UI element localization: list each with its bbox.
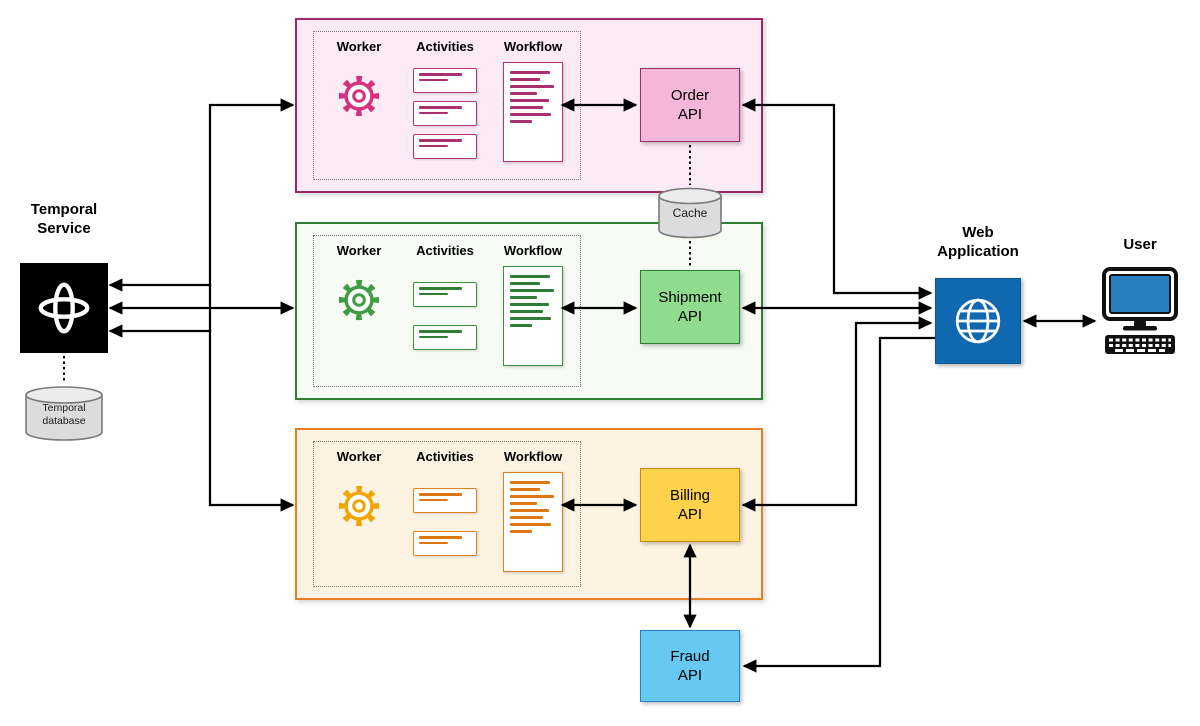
activity-card — [413, 488, 477, 513]
text-line — [510, 92, 537, 95]
text-line — [419, 79, 448, 81]
text-line — [510, 282, 540, 285]
activities-label: Activities — [416, 39, 474, 54]
worker-label: Worker — [336, 449, 382, 464]
workflow-label: Workflow — [503, 449, 563, 464]
arrow-temporal-billing-worker — [108, 324, 295, 512]
temporal-database-cylinder: Temporal database — [24, 385, 104, 443]
activity-card — [413, 325, 477, 350]
workflow-column: Workflow — [494, 449, 572, 580]
text-line — [419, 536, 462, 539]
text-line — [510, 530, 533, 533]
text-line — [419, 336, 448, 338]
web-application-node — [935, 278, 1021, 364]
activity-card — [413, 101, 477, 126]
shipment-api-node: Shipment API — [640, 270, 740, 344]
web-application-label: Web Application — [937, 224, 1019, 260]
text-line — [510, 71, 551, 74]
activity-card — [413, 531, 477, 556]
cache-label: Cache — [672, 206, 708, 220]
order-worker-inner-box: Worker Activities Workflow — [313, 31, 581, 180]
gear-icon — [338, 75, 380, 117]
arrow-temporal-order-worker — [108, 98, 295, 292]
cache-cylinder: Cache — [657, 187, 723, 239]
worker-column: Worker — [322, 243, 396, 380]
text-line — [510, 303, 550, 306]
arrow-billing-api-webapp — [741, 316, 933, 512]
text-line — [419, 542, 448, 544]
text-line — [510, 495, 554, 498]
activities-column: Activities — [402, 449, 488, 580]
text-line — [510, 120, 533, 123]
text-line — [510, 324, 533, 327]
billing-worker-inner-box: Worker Activities Workflow — [313, 441, 581, 587]
gear-icon — [338, 485, 380, 527]
workflow-document-icon — [503, 62, 563, 162]
gear-icon — [338, 279, 380, 321]
workflow-label: Workflow — [503, 39, 563, 54]
user-node — [1098, 266, 1182, 363]
arrow-order-api-webapp — [741, 98, 933, 300]
text-line — [419, 499, 448, 501]
text-line — [510, 99, 550, 102]
shipment-worker-inner-box: Worker Activities Workflow — [313, 235, 581, 387]
text-line — [419, 493, 462, 496]
text-line — [419, 145, 448, 147]
fraud-api-node: Fraud API — [640, 630, 740, 702]
user-label: User — [1123, 236, 1157, 253]
text-line — [510, 481, 551, 484]
worker-label: Worker — [336, 243, 382, 258]
text-line — [510, 502, 537, 505]
text-line — [419, 106, 462, 109]
text-line — [419, 287, 462, 290]
text-line — [510, 85, 554, 88]
text-line — [419, 293, 448, 295]
text-line — [510, 289, 554, 292]
text-line — [510, 310, 544, 313]
temporal-service-label: Temporal Service — [30, 201, 98, 237]
text-line — [510, 113, 552, 116]
text-line — [510, 523, 552, 526]
text-line — [510, 78, 540, 81]
database-cylinder-icon — [25, 386, 103, 441]
activity-card — [413, 68, 477, 93]
worker-column: Worker — [322, 39, 396, 173]
temporal-database-label: Temporal database — [42, 402, 86, 428]
temporal-logo-icon — [38, 282, 90, 334]
order-worker-group: Worker Activities Workflow — [295, 18, 763, 193]
activities-label: Activities — [416, 243, 474, 258]
text-line — [510, 516, 544, 519]
order-api-node: Order API — [640, 68, 740, 142]
activities-column: Activities — [402, 39, 488, 173]
computer-icon — [1102, 267, 1178, 354]
workflow-document-icon — [503, 472, 563, 572]
worker-column: Worker — [322, 449, 396, 580]
activity-card — [413, 134, 477, 159]
worker-label: Worker — [336, 39, 382, 54]
text-line — [510, 509, 550, 512]
workflow-document-icon — [503, 266, 563, 366]
temporal-service-node — [20, 263, 108, 353]
text-line — [419, 73, 462, 76]
text-line — [419, 139, 462, 142]
activities-label: Activities — [416, 449, 474, 464]
cache-cylinder-icon — [658, 187, 722, 239]
text-line — [510, 106, 544, 109]
workflow-label: Workflow — [503, 243, 563, 258]
text-line — [419, 330, 462, 333]
text-line — [510, 488, 540, 491]
workflow-column: Workflow — [494, 243, 572, 380]
workflow-column: Workflow — [494, 39, 572, 173]
text-line — [510, 317, 552, 320]
arrow-webapp-fraud-api — [742, 336, 935, 673]
activity-card — [413, 282, 477, 307]
text-line — [510, 275, 551, 278]
text-line — [510, 296, 537, 299]
globe-icon — [955, 298, 1001, 344]
billing-api-node: Billing API — [640, 468, 740, 542]
activities-column: Activities — [402, 243, 488, 380]
text-line — [419, 112, 448, 114]
